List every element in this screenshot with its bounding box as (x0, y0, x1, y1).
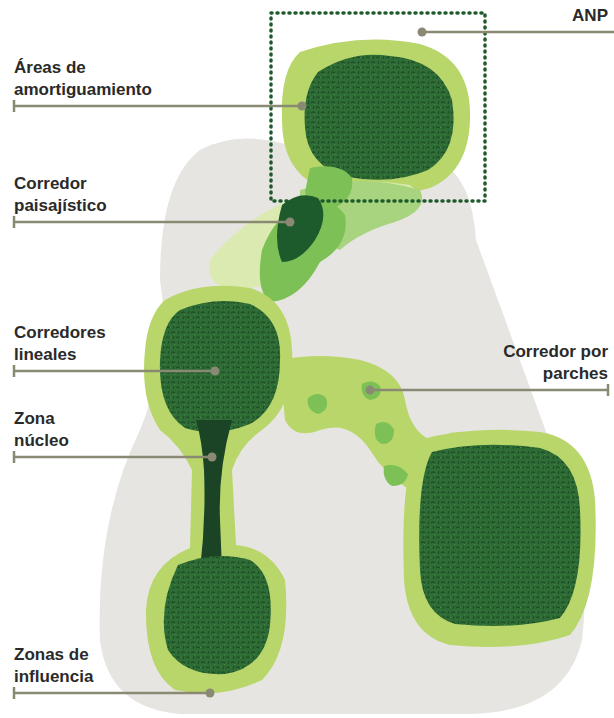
callout-label: Zonas de influencia (14, 644, 119, 688)
callout-label: ANP (548, 5, 608, 27)
callout-label: Corredor paisajístico (14, 173, 144, 217)
callout-label: Corredores lineales (14, 322, 134, 366)
callout-label: Corredor por parches (483, 341, 608, 385)
callout-label: Áreas de amortiguamiento (14, 57, 184, 101)
callout-label: Zona núcleo (14, 408, 84, 452)
